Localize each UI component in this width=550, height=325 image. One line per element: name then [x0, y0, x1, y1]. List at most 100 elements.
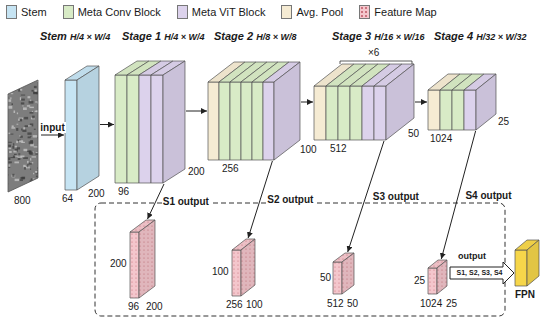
input-image: 800 [6, 80, 40, 192]
dimension-label: 50 [347, 298, 358, 309]
image-speck [28, 96, 31, 98]
image-speck [35, 172, 39, 175]
block-face [440, 90, 452, 130]
image-speck [29, 151, 31, 154]
image-speck [6, 148, 11, 149]
image-speck [21, 128, 22, 130]
image-speck [20, 179, 23, 181]
block-face [263, 82, 274, 160]
dimension-label: 1024 [420, 298, 442, 309]
image-speck [35, 171, 37, 173]
block-face [437, 260, 447, 294]
image-speck [8, 80, 12, 83]
block-shade [77, 66, 99, 190]
image-speck [27, 105, 30, 107]
block-face [476, 74, 496, 130]
block-face [326, 86, 338, 140]
image-speck [21, 99, 25, 101]
stage-title: Stage 2 [214, 30, 253, 43]
image-speck [27, 132, 31, 134]
image-speck [20, 97, 21, 100]
image-speck [33, 92, 38, 95]
dimension-label: ×6 [368, 47, 379, 58]
block-shade [437, 260, 447, 294]
block-shade [274, 62, 300, 160]
dimension-label: 100 [300, 144, 317, 155]
legend-text: Meta Conv Block [78, 6, 161, 19]
image-speck [28, 183, 29, 186]
legend-item: Meta Conv Block [63, 5, 161, 19]
block-face [464, 90, 476, 130]
image-speck [13, 143, 14, 146]
image-speck [27, 161, 29, 164]
image-speck [22, 129, 26, 131]
image-speck [11, 127, 15, 129]
image-speck [31, 178, 32, 180]
image-speck [10, 97, 11, 99]
dimension-label: 200 [110, 258, 127, 269]
image-speck [37, 186, 40, 189]
resolution-label: H/4 × W/4 [70, 32, 110, 43]
wide-arrow [450, 262, 514, 284]
stage-block-shape [208, 62, 300, 160]
block-shade [342, 253, 354, 294]
image-speck [39, 160, 42, 163]
image-speck [23, 149, 27, 151]
feature-map: 5050512 [333, 253, 354, 294]
dimension-label: 200 [146, 301, 163, 312]
image-speck [34, 129, 36, 130]
block-face [115, 75, 127, 183]
image-speck [7, 165, 10, 167]
image-speck [11, 93, 14, 94]
block-face [527, 240, 539, 286]
image-speck [17, 190, 22, 192]
stage-block-shape [314, 64, 414, 140]
block-face [219, 82, 230, 160]
image-speck [24, 117, 28, 120]
legend-item: Avg. Pool [281, 5, 343, 19]
block-face [452, 90, 464, 130]
block-face [139, 75, 151, 183]
image-speck [38, 144, 41, 145]
dimension-label: 64 [62, 193, 73, 204]
image-speck [25, 125, 28, 127]
block-face [151, 75, 163, 183]
output-region [95, 203, 505, 316]
image-speck [33, 92, 38, 94]
image-texture [6, 80, 43, 194]
dimension-label: 50 [408, 128, 419, 139]
image-speck [33, 135, 37, 137]
legend-swatch [359, 5, 370, 19]
connector [186, 111, 207, 112]
image-speck [12, 89, 14, 91]
legend-text: Avg. Pool [296, 6, 343, 19]
dimension-label: 25 [414, 275, 425, 286]
block-face [428, 90, 440, 130]
resolution-label: H/4 × W/4 [164, 32, 204, 43]
image-speck [23, 107, 27, 110]
edge-label: S1 output [162, 196, 210, 207]
image-speck [18, 119, 22, 122]
block-shade [139, 220, 155, 298]
image-speck [22, 191, 23, 193]
image-speck [37, 179, 42, 182]
image-speck [8, 161, 12, 163]
block-face [241, 239, 255, 296]
image-speck [35, 101, 39, 102]
legend-text: Stem [21, 6, 47, 19]
image-speck [30, 169, 31, 170]
block-face [139, 220, 155, 298]
image-speck [11, 103, 12, 105]
block-face [163, 61, 185, 183]
image-speck [32, 187, 33, 188]
legend-text: Feature Map [374, 6, 436, 19]
block-shade [527, 240, 539, 286]
image-speck [16, 191, 17, 192]
image-speck [29, 151, 33, 154]
image-speck [38, 177, 43, 179]
image-speck [14, 110, 16, 113]
stem-block: 64200 [65, 66, 99, 190]
resolution-label: H/32 × W/32 [476, 32, 526, 43]
block-shade [476, 74, 496, 130]
block-face [127, 75, 139, 183]
